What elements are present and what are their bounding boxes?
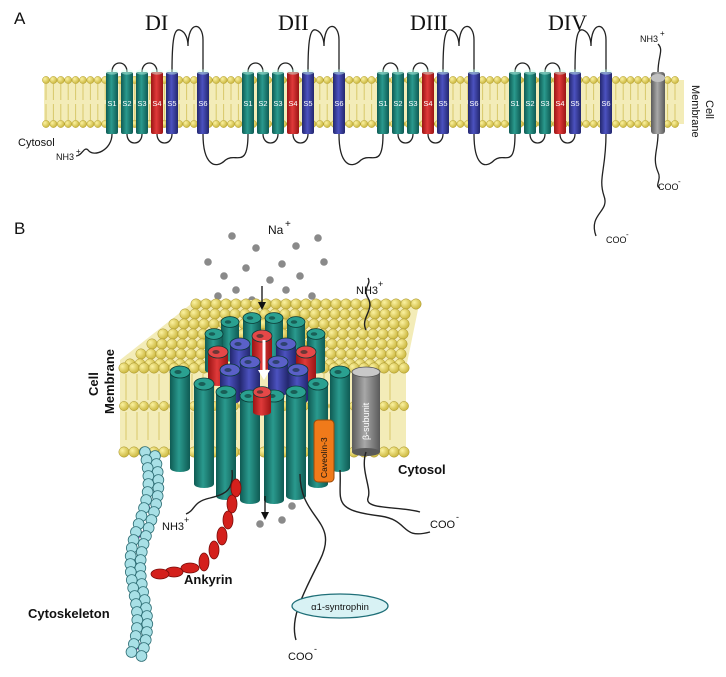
- n-terminal-tail: [185, 469, 233, 515]
- channel-complex-b: [169, 312, 351, 504]
- helices-a: S1 S2 S3 S4 S5 S6 S1 S2 S3 S4 S5 S6 S1 S2 S3 S4 S5 S6 S1 S2…: [106, 69, 665, 134]
- ion-entry-arrow: [258, 286, 266, 310]
- coo-label-b-right: COO -: [430, 512, 459, 531]
- svg-text:COO: COO: [430, 519, 456, 531]
- domain-label-1: DI: [145, 10, 168, 35]
- svg-text:+: +: [184, 515, 189, 525]
- cytosol-label-b: Cytosol: [398, 462, 446, 477]
- coo-label-a-right: COO -: [658, 177, 681, 192]
- svg-text:S3: S3: [273, 99, 282, 108]
- svg-text:Caveolin-3: Caveolin-3: [319, 437, 329, 478]
- cell-label-a: Cell: [703, 100, 715, 119]
- c-terminal-tail-right: [339, 469, 431, 535]
- svg-text:S2: S2: [122, 99, 131, 108]
- nh3-label-a-right: NH3 +: [640, 29, 665, 44]
- svg-text:NH3: NH3: [162, 521, 184, 533]
- svg-text:S3: S3: [137, 99, 146, 108]
- beta-subunit-b: β-subunit: [351, 277, 421, 513]
- nh3-label-a: NH3 +: [56, 147, 81, 162]
- svg-text:S6: S6: [334, 99, 343, 108]
- nh3-label-b-top: NH3 +: [356, 279, 383, 297]
- svg-text:S3: S3: [408, 99, 417, 108]
- svg-text:+: +: [660, 29, 665, 38]
- svg-text:COO: COO: [606, 235, 627, 245]
- panel-a-label: A: [14, 9, 26, 28]
- svg-text:NH3: NH3: [56, 152, 74, 162]
- svg-text:-: -: [456, 512, 459, 522]
- svg-text:S1: S1: [243, 99, 252, 108]
- svg-text:S4: S4: [423, 99, 432, 108]
- domain-label-2: DII: [278, 10, 309, 35]
- svg-text:S3: S3: [540, 99, 549, 108]
- svg-text:NH3: NH3: [356, 285, 378, 297]
- svg-text:α1-syntrophin: α1-syntrophin: [311, 602, 369, 613]
- svg-text:+: +: [76, 147, 81, 156]
- svg-text:S4: S4: [288, 99, 297, 108]
- svg-text:S5: S5: [167, 99, 176, 108]
- svg-text:+: +: [285, 219, 291, 230]
- alpha1-syntrophin: α1-syntrophin: [291, 593, 389, 619]
- membrane-label-a: Membrane: [689, 85, 701, 138]
- panel-b-label: B: [14, 219, 25, 238]
- svg-text:S2: S2: [258, 99, 267, 108]
- svg-text:S1: S1: [378, 99, 387, 108]
- cytosol-label-a: Cytosol: [18, 137, 55, 149]
- svg-text:NH3: NH3: [640, 34, 658, 44]
- c-terminal-tail-bottom: [293, 473, 327, 641]
- svg-text:COO: COO: [658, 182, 679, 192]
- svg-text:S6: S6: [469, 99, 478, 108]
- svg-text:COO: COO: [288, 651, 314, 663]
- domain-label-4: DIV: [548, 10, 587, 35]
- coo-label-b-bottom: COO -: [288, 644, 317, 663]
- caveolin-3: Caveolin-3: [313, 419, 335, 483]
- ankyrin-label: Ankyrin: [184, 572, 232, 587]
- svg-text:β-subunit: β-subunit: [361, 402, 371, 440]
- svg-text:S5: S5: [303, 99, 312, 108]
- svg-text:S4: S4: [555, 99, 564, 108]
- svg-text:+: +: [378, 279, 383, 289]
- coo-label-a-bottom: COO -: [606, 230, 629, 245]
- svg-text:-: -: [626, 230, 629, 239]
- membrane-label-b: Membrane: [102, 349, 117, 414]
- svg-text:Na: Na: [268, 223, 284, 237]
- svg-text:S5: S5: [438, 99, 447, 108]
- nh3-label-b-bottom: NH3 +: [162, 515, 189, 533]
- ankyrin-chain: [150, 478, 242, 580]
- cytoskeleton-label: Cytoskeleton: [28, 606, 110, 621]
- svg-text:S1: S1: [510, 99, 519, 108]
- cell-label-b: Cell: [86, 372, 101, 396]
- loops-a: [75, 25, 662, 237]
- svg-text:S2: S2: [525, 99, 534, 108]
- svg-text:S4: S4: [152, 99, 161, 108]
- ion-pore-arrow: [258, 340, 270, 380]
- svg-text:S5: S5: [570, 99, 579, 108]
- svg-text:S1: S1: [107, 99, 116, 108]
- svg-text:-: -: [678, 177, 681, 186]
- ion-exit-arrow: [261, 496, 269, 520]
- svg-text:S6: S6: [601, 99, 610, 108]
- na-label: Na +: [268, 219, 291, 237]
- cytoskeleton-filament: [124, 446, 165, 662]
- svg-text:S6: S6: [198, 99, 207, 108]
- svg-text:S2: S2: [393, 99, 402, 108]
- svg-text:-: -: [314, 644, 317, 654]
- domain-label-3: DIII: [410, 10, 448, 35]
